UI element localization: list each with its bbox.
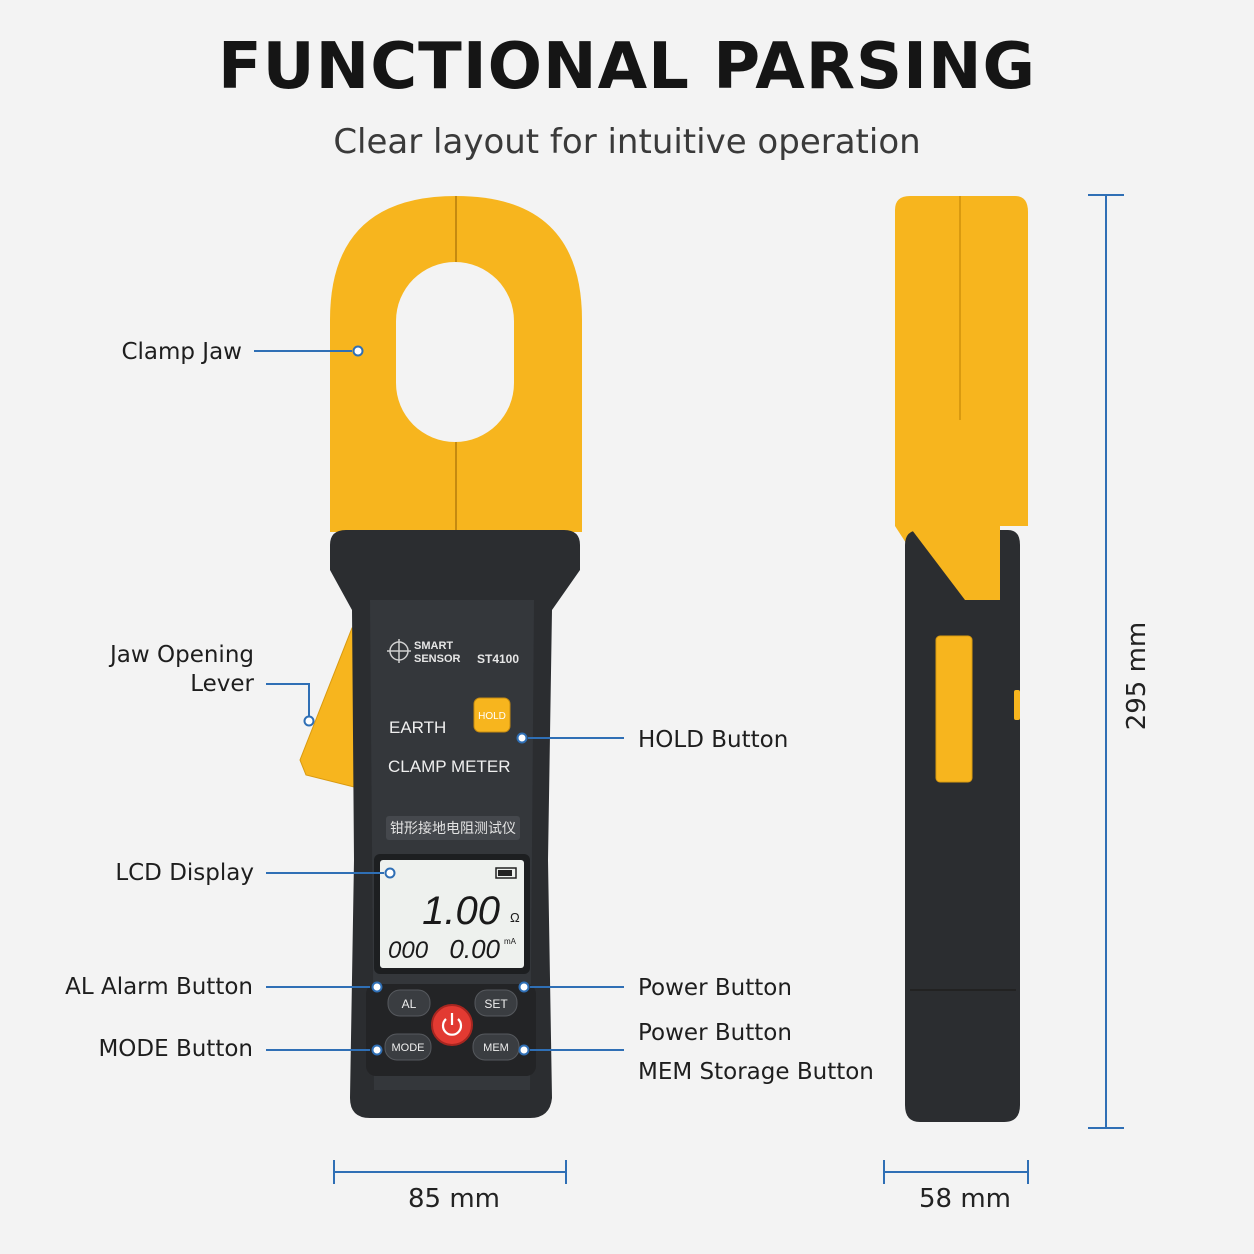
- dimension-lines: [333, 194, 1124, 1184]
- lcd-sub-reading: 0.00: [449, 934, 500, 964]
- set-key-label: SET: [484, 997, 508, 1011]
- lcd-display-label: LCD Display: [115, 860, 254, 886]
- al-button-label: AL Alarm Button: [65, 974, 253, 1000]
- callout-lines: [254, 345, 624, 1056]
- mode-button-label: MODE Button: [98, 1036, 253, 1062]
- mem-key-label: MEM: [483, 1042, 509, 1054]
- hold-button-label: HOLD Button: [638, 727, 789, 753]
- device-name-line2: CLAMP METER: [388, 757, 511, 776]
- lcd-left-reading: 000: [388, 937, 429, 964]
- lcd-main-reading: 1.00: [422, 889, 500, 933]
- hold-button[interactable]: [473, 697, 511, 733]
- power-button-label-2: Power Button: [638, 1020, 792, 1046]
- lcd-main-unit: Ω: [510, 910, 520, 925]
- clamp-jaw: [330, 196, 582, 532]
- front-width-label: 85 mm: [408, 1184, 501, 1214]
- jaw-lever-label-line2: Lever: [190, 671, 254, 697]
- page-subtitle: Clear layout for intuitive operation: [333, 122, 921, 162]
- clamp-jaw-label: Clamp Jaw: [121, 339, 242, 365]
- set-button[interactable]: [474, 989, 518, 1017]
- brand-line1: SMART: [414, 640, 453, 652]
- mode-key-label: MODE: [392, 1042, 425, 1054]
- side-width-label: 58 mm: [919, 1184, 1012, 1214]
- mode-button[interactable]: [384, 1033, 432, 1061]
- power-button[interactable]: [431, 1004, 473, 1046]
- power-button-label-1: Power Button: [638, 975, 792, 1001]
- model-number: ST4100: [477, 652, 519, 666]
- side-view: [895, 196, 1028, 1122]
- page-title: FUNCTIONAL PARSING: [217, 30, 1037, 104]
- mem-button-label: MEM Storage Button: [638, 1059, 874, 1085]
- power-icon: [441, 1018, 463, 1036]
- brand-logo: [387, 639, 411, 663]
- jaw-lever-label-line1: Jaw Opening: [110, 642, 254, 668]
- device-name-line1: EARTH: [389, 718, 446, 737]
- lcd-sub-unit: mA: [504, 937, 517, 946]
- mem-button[interactable]: [472, 1033, 520, 1061]
- brand-line2: SENSOR: [414, 653, 461, 665]
- al-button[interactable]: [387, 989, 431, 1017]
- chinese-name: 钳形接地电阻测试仪: [390, 820, 516, 836]
- height-dimension-label: 295 mm: [1122, 622, 1152, 731]
- al-key-label: AL: [402, 997, 417, 1011]
- lcd-display: [374, 854, 530, 974]
- hold-key-label: HOLD: [478, 711, 506, 722]
